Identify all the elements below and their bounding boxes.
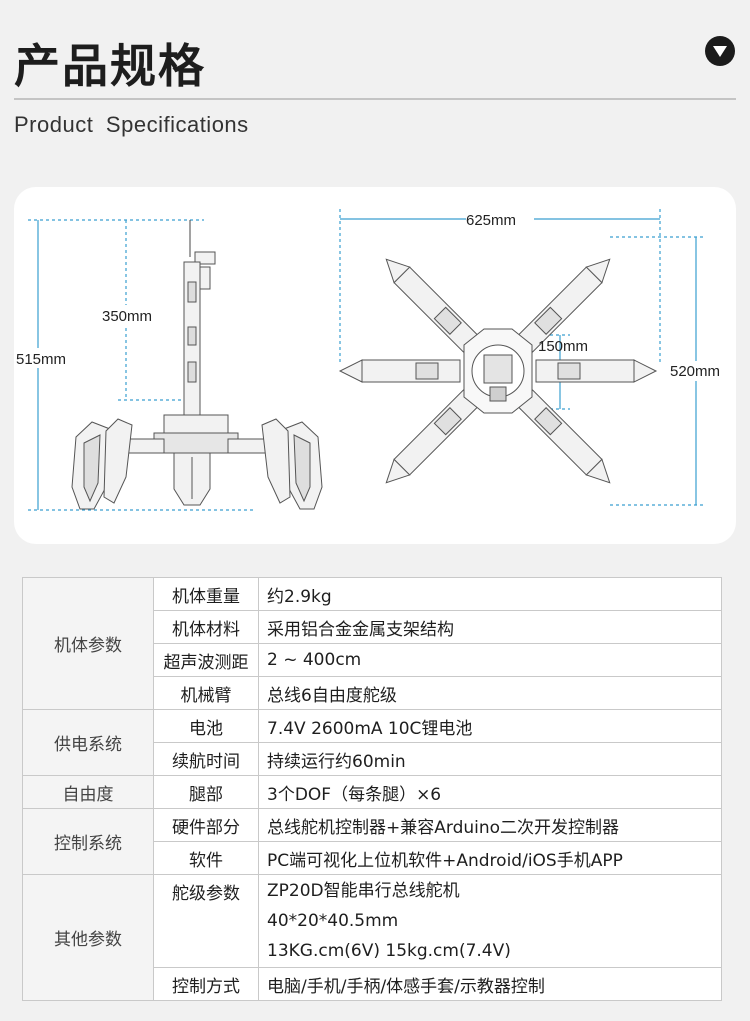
table-row: 供电系统 电池 7.4V 2600mA 10C锂电池 bbox=[22, 709, 722, 776]
value-cell: 持续运行约60min bbox=[258, 742, 722, 776]
category-cell: 机体参数 bbox=[22, 577, 154, 710]
value-cell: 总线舵机控制器+兼容Arduino二次开发控制器 bbox=[258, 808, 722, 842]
table-row: 控制系统 硬件部分 总线舵机控制器+兼容Arduino二次开发控制器 bbox=[22, 808, 722, 875]
value-cell: 2 ~ 400cm bbox=[258, 643, 722, 677]
value-cell: 3个DOF（每条腿）×6 bbox=[258, 775, 722, 809]
width-625-label: 625mm bbox=[466, 212, 516, 229]
height-515-label: 515mm bbox=[16, 351, 66, 368]
param-cell: 硬件部分 bbox=[153, 808, 259, 842]
value-cell: 约2.9kg bbox=[258, 577, 722, 611]
table-row: 续航时间 持续运行约60min bbox=[23, 742, 722, 776]
table-row: 机械臂 总线6自由度舵级 bbox=[23, 676, 722, 710]
table-row: 控制方式 电脑/手机/手柄/体感手套/示教器控制 bbox=[23, 967, 722, 1001]
category-cell: 自由度 bbox=[22, 775, 154, 809]
table-row: 超声波测距 2 ~ 400cm bbox=[23, 643, 722, 677]
collapse-toggle-button[interactable] bbox=[705, 36, 735, 66]
value-cell: 电脑/手机/手柄/体感手套/示教器控制 bbox=[258, 967, 722, 1001]
param-cell: 舵级参数 bbox=[153, 874, 259, 968]
param-cell: 机体重量 bbox=[153, 577, 259, 611]
table-row: 其他参数 舵级参数 ZP20D智能串行总线舵机 40*20*40.5mm 13K… bbox=[22, 874, 722, 1001]
spec-table: 机体参数 机体重量 约2.9kg 机体材料 采用铝合金金属支架结构 超声波测距 … bbox=[22, 577, 722, 1001]
title-divider bbox=[14, 98, 736, 100]
robot-dimension-drawing: 515mm 350mm bbox=[16, 209, 736, 511]
param-cell: 续航时间 bbox=[153, 742, 259, 776]
value-line: ZP20D智能串行总线舵机 bbox=[267, 881, 460, 901]
value-cell: 7.4V 2600mA 10C锂电池 bbox=[258, 709, 722, 743]
param-cell: 控制方式 bbox=[153, 967, 259, 1001]
value-cell: ZP20D智能串行总线舵机 40*20*40.5mm 13KG.cm(6V) 1… bbox=[258, 874, 722, 968]
height-350-label: 350mm bbox=[102, 308, 152, 325]
param-cell: 电池 bbox=[153, 709, 259, 743]
page-title: 产品规格 bbox=[14, 39, 206, 93]
param-cell: 超声波测距 bbox=[153, 643, 259, 677]
dimension-diagram: 515mm 350mm bbox=[14, 187, 736, 544]
category-cell: 其他参数 bbox=[22, 874, 154, 1001]
param-cell: 机械臂 bbox=[153, 676, 259, 710]
height-520-label: 520mm bbox=[670, 363, 720, 380]
value-cell: 采用铝合金金属支架结构 bbox=[258, 610, 722, 644]
body-150-label: 150mm bbox=[538, 338, 588, 355]
category-cell: 控制系统 bbox=[22, 808, 154, 875]
param-cell: 腿部 bbox=[153, 775, 259, 809]
value-cell: PC端可视化上位机软件+Android/iOS手机APP bbox=[258, 841, 722, 875]
chevron-down-circle-icon bbox=[713, 46, 727, 57]
param-cell: 机体材料 bbox=[153, 610, 259, 644]
category-cell: 供电系统 bbox=[22, 709, 154, 776]
table-row: 机体参数 机体重量 约2.9kg bbox=[22, 577, 722, 710]
table-row: 自由度 腿部 3个DOF（每条腿）×6 bbox=[22, 775, 722, 809]
value-line: 40*20*40.5mm bbox=[267, 911, 399, 931]
value-cell: 总线6自由度舵级 bbox=[258, 676, 722, 710]
value-line: 13KG.cm(6V) 15kg.cm(7.4V) bbox=[267, 941, 511, 961]
page-subtitle: Product Specifications bbox=[14, 112, 249, 137]
param-cell: 软件 bbox=[153, 841, 259, 875]
